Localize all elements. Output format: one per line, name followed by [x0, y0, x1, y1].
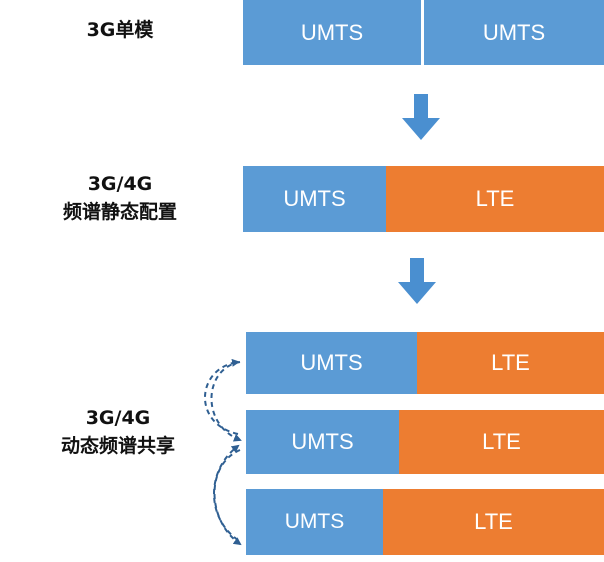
- curved-arrow-down: [210, 361, 242, 442]
- label-line: 频谱静态配置: [62, 201, 177, 223]
- bar-3g-single: UMTS UMTS: [243, 0, 604, 65]
- segment-umts: UMTS: [424, 0, 604, 65]
- curved-arrow-up: [204, 358, 240, 435]
- bar-dss-1: UMTS LTE: [246, 332, 604, 394]
- label-3g-single-mode: 3G单模: [40, 16, 200, 44]
- curved-arrow-up: [213, 444, 240, 541]
- segment-umts: UMTS: [246, 410, 399, 474]
- bar-dss-2: UMTS LTE: [246, 410, 604, 474]
- label-3g4g-static: 3G/4G 频谱静态配置: [30, 170, 210, 226]
- bar-3g4g-static: UMTS LTE: [243, 166, 604, 232]
- segment-lte: LTE: [383, 489, 604, 555]
- label-line: 3G/4G: [85, 407, 151, 429]
- arrow-down-icon: [398, 258, 436, 304]
- label-line: 3G/4G: [87, 173, 153, 195]
- bar-dss-3: UMTS LTE: [246, 489, 604, 555]
- label-3g4g-dynamic: 3G/4G 动态频谱共享: [28, 404, 208, 460]
- segment-lte: LTE: [386, 166, 604, 232]
- segment-lte: LTE: [417, 332, 604, 394]
- label-line: 动态频谱共享: [60, 435, 175, 457]
- segment-umts: UMTS: [243, 0, 424, 65]
- segment-lte: LTE: [399, 410, 604, 474]
- curved-arrow-down: [213, 449, 242, 546]
- arrow-down-icon: [402, 94, 440, 140]
- label-line: 3G单模: [86, 19, 154, 41]
- segment-umts: UMTS: [246, 489, 383, 555]
- segment-umts: UMTS: [246, 332, 417, 394]
- segment-umts: UMTS: [243, 166, 386, 232]
